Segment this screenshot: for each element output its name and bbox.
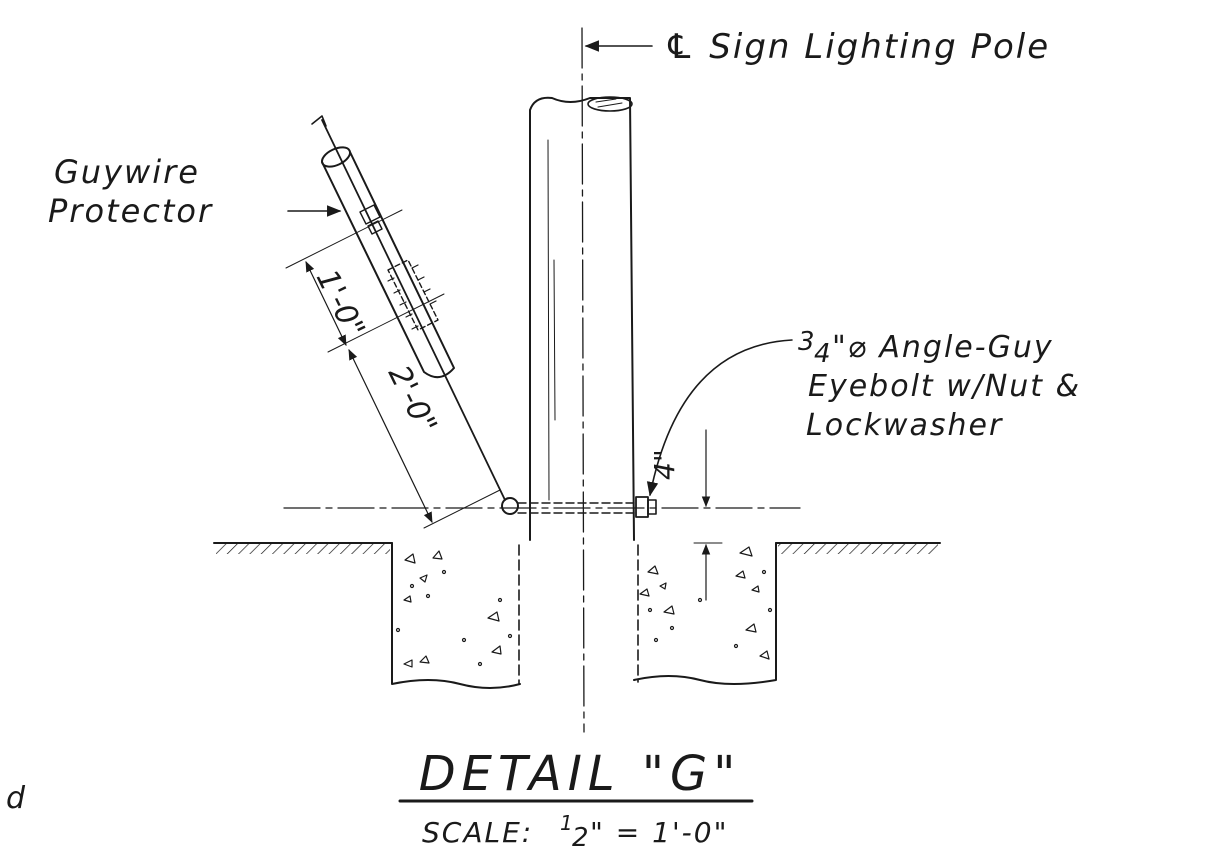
protector-length-dim: 1'-0": [309, 264, 372, 343]
edge-mark: d: [6, 781, 26, 816]
pole-centerline: [581, 27, 585, 733]
concrete-footing: [391, 542, 777, 689]
ground-line: [213, 542, 941, 554]
scale-denominator: 2: [572, 823, 589, 853]
scale-rest: " = 1'-0": [590, 816, 728, 849]
eyebolt-leader-arrow: [646, 339, 793, 497]
detail-title: DETAIL "G": [419, 746, 742, 802]
scale-prefix: SCALE:: [422, 816, 533, 849]
eyebolt-label-line2: Eyebolt w/Nut &: [808, 369, 1081, 404]
eyebolt-size-numerator: 3: [798, 327, 815, 357]
sign-lighting-pole: [529, 96, 635, 541]
eyebolt-label-line1: "⌀ Angle-Guy: [832, 330, 1054, 365]
pole-label: ℄ Sign Lighting Pole: [664, 27, 1050, 67]
aggregate-marks: [395, 546, 773, 668]
scale-numerator: 1: [560, 811, 573, 835]
protector-offset-dim: 2'-0": [381, 360, 444, 439]
protector-dimension: [285, 209, 501, 529]
eyebolt-height-dimension: [693, 429, 723, 601]
eyebolt-label-line3: Lockwasher: [806, 408, 1003, 443]
eyebolt: [501, 496, 657, 518]
eyebolt-size-denominator: 4: [814, 339, 831, 369]
guy-wire: [321, 119, 506, 501]
detail-scale: SCALE: 1 2 " = 1'-0": [422, 811, 728, 853]
protector-label-line2: Protector: [48, 192, 213, 230]
eyebolt-height-dim: 4": [648, 449, 681, 480]
protector-label-line1: Guywire: [54, 153, 200, 191]
guywire-protector: [320, 146, 455, 379]
